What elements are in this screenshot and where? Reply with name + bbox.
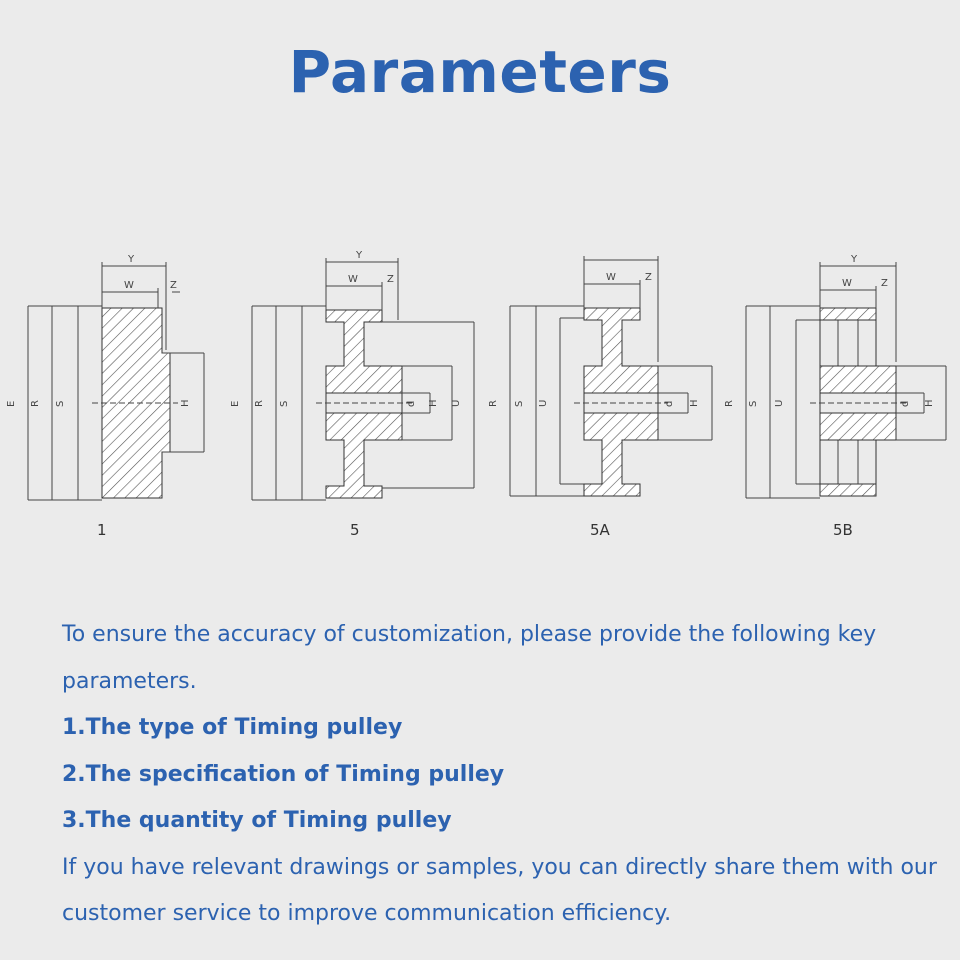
outro-text: If you have relevant drawings or samples… [62,854,937,927]
page-title: Parameters [288,38,672,106]
dim-label-w: W [606,272,616,283]
dim-label-w: W [124,280,134,291]
pulley-drawing-type-1 [27,262,205,501]
dim-label-s: S [279,401,290,407]
dim-label-s: S [748,401,759,407]
dim-label-h: H [689,399,700,407]
dim-label-u: U [774,400,785,407]
pulley-drawing-type-5a [509,256,713,497]
drawing-caption: 1 [97,521,107,539]
dim-label-r: R [30,400,41,407]
dim-label-s: S [514,401,525,407]
pulley-drawing-type-5b [745,262,947,499]
pulley-drawing-type-5 [251,258,475,501]
dim-label-r: R [254,400,265,407]
dim-label-u: U [451,400,462,407]
dim-label-h: H [180,399,191,407]
dim-label-h: H [924,399,935,407]
dim-label-r: R [724,400,735,407]
dim-label-z: Z [170,280,177,291]
dim-label-w: W [842,278,852,289]
list-item: 1.The type of Timing pulley [62,715,403,740]
dim-label-h: H [428,399,439,407]
dim-label-e: E [6,401,17,407]
dim-label-d: d [900,401,911,407]
instructions-block: To ensure the accuracy of customization,… [62,612,942,938]
dim-label-e: E [230,401,241,407]
dim-label-u: U [538,400,549,407]
dim-label-w: W [348,274,358,285]
dim-label-y: Y [850,254,858,265]
dim-label-s: S [55,401,66,407]
dim-label-r: R [488,400,499,407]
dim-label-z: Z [387,274,394,285]
drawing-caption: 5B [833,521,853,539]
dim-label-d: d [406,401,417,407]
pulley-drawings: Y W Z E R S H 1 Y W Z E R S d H U [6,250,947,539]
dim-label-z: Z [881,278,888,289]
intro-text: To ensure the accuracy of customization,… [62,622,877,694]
dim-label-d: d [664,401,675,407]
dim-label-y: Y [355,250,363,261]
drawing-caption: 5A [590,521,611,539]
dim-label-y: Y [127,254,135,265]
dim-label-z: Z [645,272,652,283]
list-item: 3.The quantity of Timing pulley [62,808,452,833]
drawing-caption: 5 [350,521,360,539]
list-item: 2.The specification of Timing pulley [62,761,505,787]
